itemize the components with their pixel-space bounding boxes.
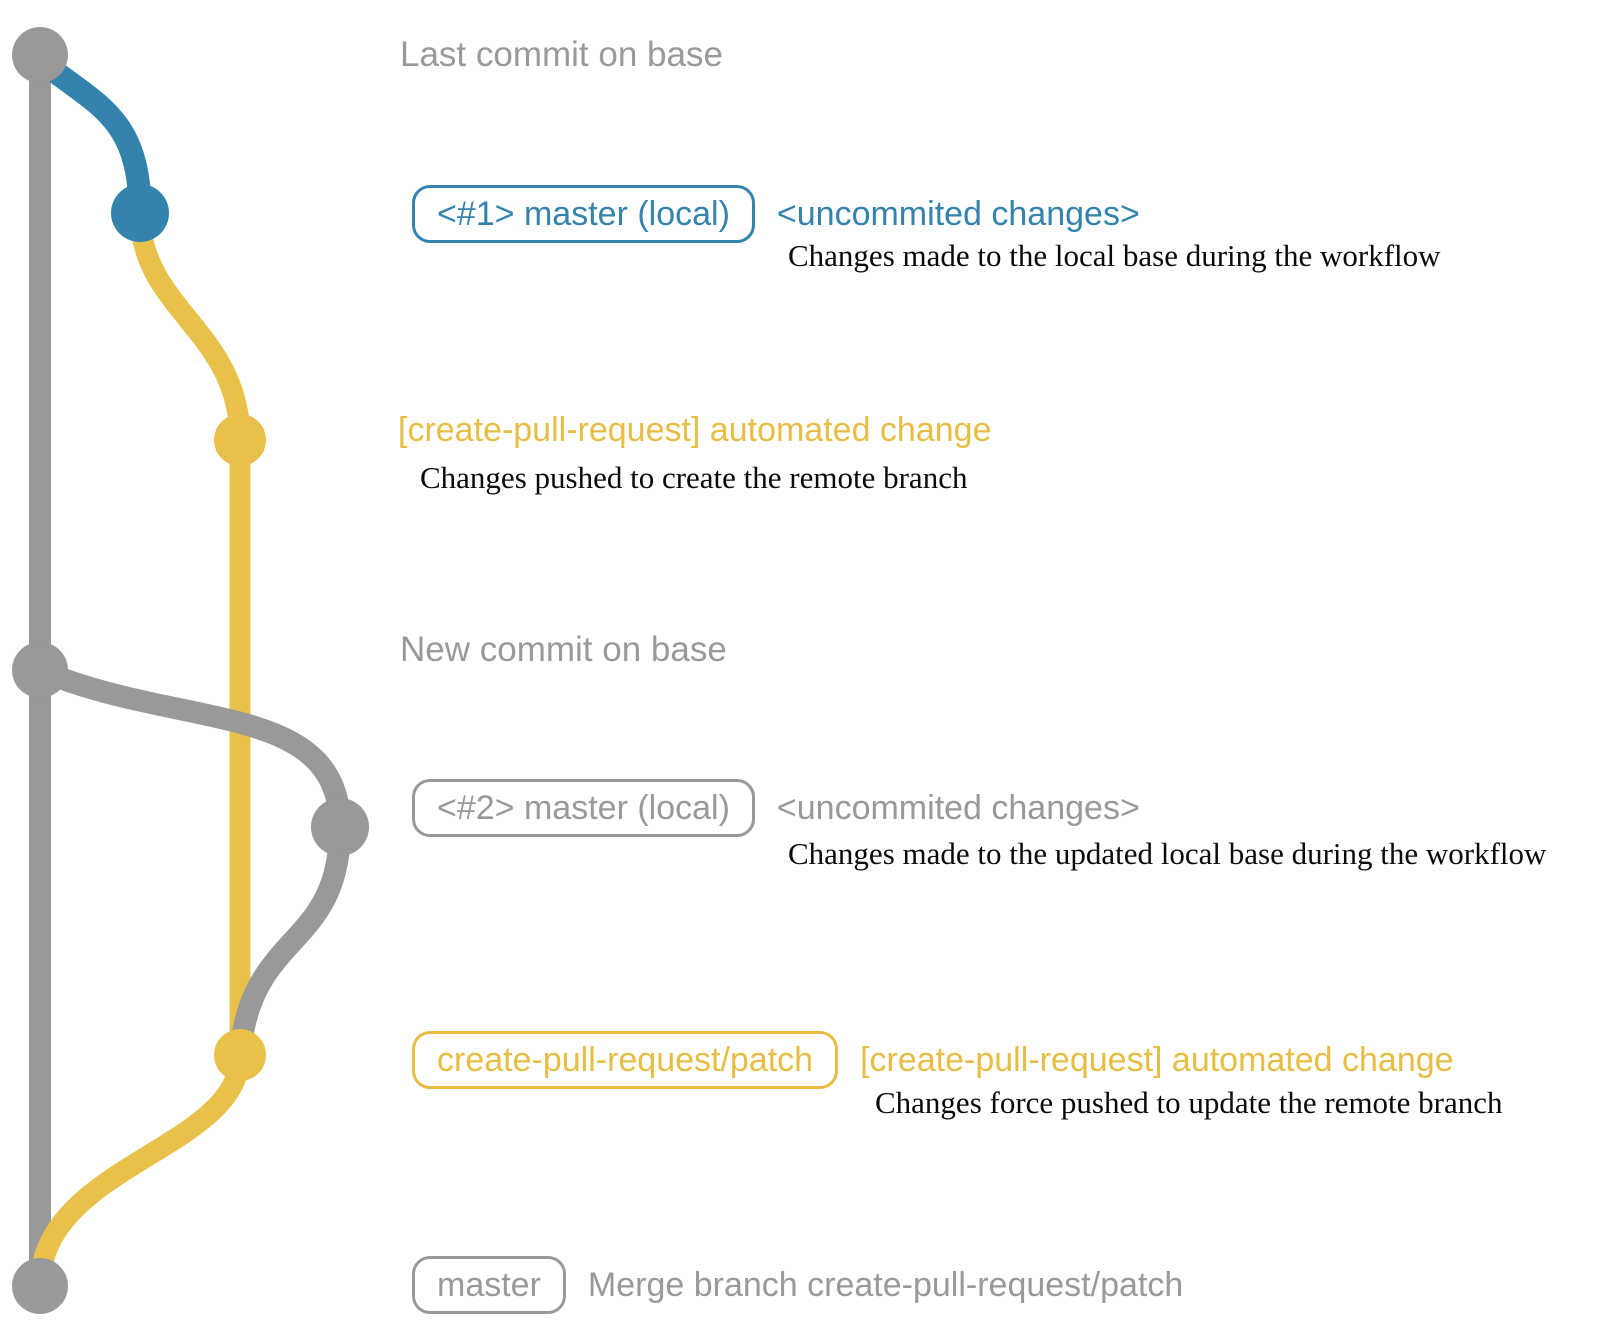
commit-node-uncommited-changes-1 [111, 184, 169, 242]
description-uncommited-changes-1: Changes made to the local base during th… [788, 238, 1441, 273]
row-local-master-2: <#2> master (local) <uncommited changes> [412, 778, 1140, 838]
commit-node-automated-change-2 [214, 1029, 266, 1081]
commit-message-automated-change-1: [create-pull-request] automated change [398, 410, 992, 449]
row-merge: master Merge branch create-pull-request/… [412, 1255, 1183, 1315]
commit-message-merge: Merge branch create-pull-request/patch [587, 1266, 1184, 1304]
commit-message-automated-change-2: [create-pull-request] automated change [860, 1041, 1454, 1079]
commit-message-uncommited-changes-2: <uncommited changes> [776, 789, 1140, 827]
description-automated-change-1: Changes pushed to create the remote bran… [420, 460, 968, 495]
description-automated-change-2: Changes force pushed to update the remot… [875, 1085, 1503, 1120]
branch-badge-master-local-2: <#2> master (local) [412, 779, 755, 837]
commit-node-merge-commit [12, 1258, 68, 1314]
commit-node-last-commit-on-base [12, 27, 68, 83]
row-local-master-1: <#1> master (local) <uncommited changes> [412, 184, 1140, 244]
branch-badge-master-local-1: <#1> master (local) [412, 185, 755, 243]
commit-node-new-commit-on-base [12, 642, 68, 698]
commit-node-uncommited-changes-2 [311, 798, 369, 856]
updated-local-master-branch-line [35, 659, 352, 1056]
commit-message-uncommited-changes-1: <uncommited changes> [776, 195, 1140, 233]
row-patch-branch: create-pull-request/patch [create-pull-r… [412, 1030, 1454, 1090]
label-last-commit-on-base: Last commit on base [400, 35, 723, 74]
patch-branch-line [29, 212, 251, 1287]
commit-node-automated-change-1 [214, 414, 266, 466]
branch-badge-master: master [412, 1256, 566, 1314]
description-uncommited-changes-2: Changes made to the updated local base d… [788, 836, 1547, 871]
local-master-branch-line [28, 48, 152, 225]
label-new-commit-on-base: New commit on base [400, 630, 727, 669]
branch-badge-create-pull-request-patch: create-pull-request/patch [412, 1031, 839, 1089]
